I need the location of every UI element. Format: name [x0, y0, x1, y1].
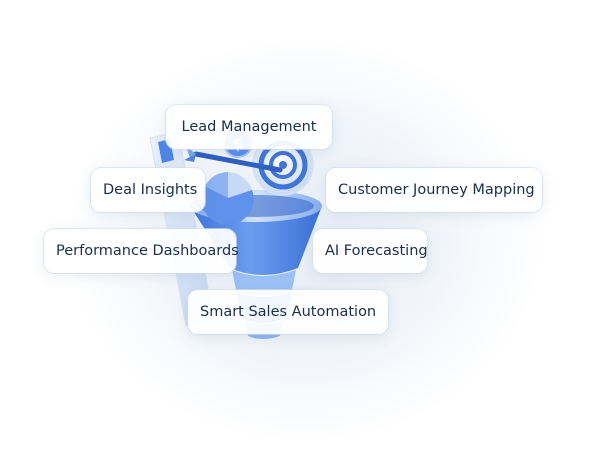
feature-ai-forecasting: AI Forecasting: [313, 229, 428, 273]
pie-chart-icon: [201, 172, 254, 225]
dart-icon: [184, 146, 283, 173]
feature-performance-dashboards: Performance Dashboards: [44, 229, 239, 273]
feature-label: Performance Dashboards: [56, 243, 239, 259]
feature-deal-insights: Deal Insights: [91, 168, 205, 212]
feature-lead-management: Lead Management: [166, 105, 332, 149]
feature-label: Customer Journey Mapping: [338, 182, 535, 198]
feature-label: Smart Sales Automation: [200, 304, 377, 320]
feature-customer-journey-mapping: Customer Journey Mapping: [326, 168, 542, 212]
feature-smart-sales-automation: Smart Sales Automation: [188, 290, 388, 334]
feature-label: Lead Management: [181, 119, 317, 135]
feature-label: Deal Insights: [103, 182, 198, 198]
feature-label: AI Forecasting: [325, 243, 428, 259]
